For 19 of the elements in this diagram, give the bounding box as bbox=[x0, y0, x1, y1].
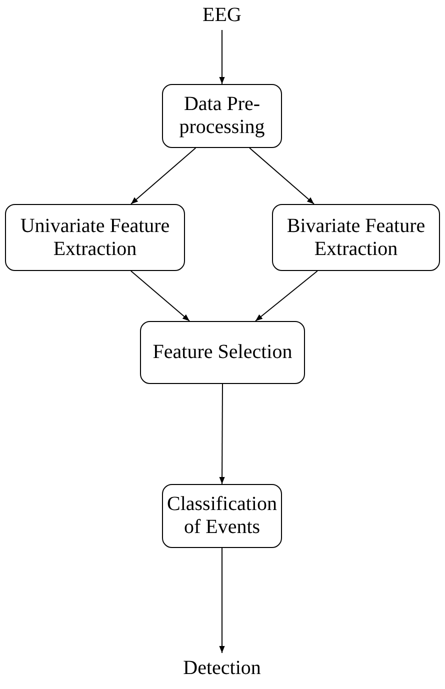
arrow bbox=[249, 148, 314, 204]
arrow bbox=[219, 384, 225, 484]
process-box bbox=[272, 204, 440, 271]
process-box bbox=[162, 84, 282, 148]
box-label: Feature Selection bbox=[152, 341, 292, 364]
process-box bbox=[162, 484, 282, 548]
arrow bbox=[219, 30, 225, 84]
arrow bbox=[130, 148, 196, 204]
box-label: Bivariate Feature Extraction bbox=[286, 214, 426, 260]
process-box bbox=[5, 204, 185, 271]
box-label: Univariate Feature Extraction bbox=[19, 214, 171, 260]
box-label: Data Pre-processing bbox=[178, 93, 266, 139]
terminal-label: EEG bbox=[192, 2, 252, 28]
terminal-label: Detection bbox=[167, 655, 277, 681]
arrow bbox=[130, 270, 190, 322]
arrow bbox=[219, 548, 225, 654]
box-label: Classification of Events bbox=[167, 493, 277, 539]
process-box bbox=[140, 321, 305, 384]
arrow bbox=[255, 270, 318, 322]
